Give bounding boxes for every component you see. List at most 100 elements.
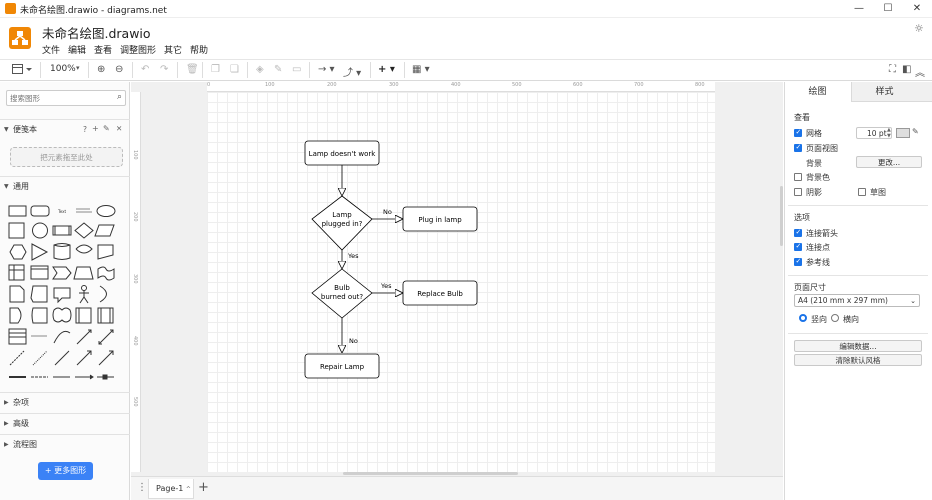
- sketch-checkbox[interactable]: [858, 188, 866, 196]
- to-back-icon[interactable]: ❏: [230, 64, 239, 75]
- node-replace-bulb[interactable]: Replace Bulb: [402, 280, 478, 306]
- tab-diagram[interactable]: 绘图: [785, 82, 850, 102]
- shadow-checkbox[interactable]: [794, 188, 802, 196]
- horizontal-ruler: 0 100 200 300 400 500 600 700 800: [207, 82, 715, 92]
- grid-size-input[interactable]: 10 pt: [856, 127, 892, 139]
- connection-icon[interactable]: → ▾: [318, 64, 335, 75]
- options-section-title: 选项: [794, 213, 810, 222]
- more-shapes-button[interactable]: + 更多图形: [38, 462, 93, 480]
- line-color-icon[interactable]: ✎: [274, 64, 283, 75]
- menu-arrange[interactable]: 调整图形: [120, 46, 157, 56]
- expand-triangle-icon: ▶: [4, 399, 9, 406]
- tab-style[interactable]: 样式: [851, 82, 917, 102]
- scratchpad-label: 便笺本: [13, 125, 37, 134]
- ruler-tick: 300: [132, 274, 138, 284]
- format-panel-toggle-icon[interactable]: [12, 64, 32, 78]
- ruler-tick: 500: [132, 397, 138, 407]
- edit-data-button[interactable]: 编辑数据...: [794, 340, 922, 352]
- change-background-button[interactable]: 更改...: [856, 156, 922, 168]
- close-window-button[interactable]: ✕: [912, 3, 922, 14]
- page-tab-caret-icon[interactable]: ^: [185, 486, 191, 493]
- section-misc[interactable]: ▶ 杂项: [0, 392, 130, 412]
- menu-file[interactable]: 文件: [42, 46, 61, 56]
- scratchpad-drop-area[interactable]: 把元素拖至此处: [10, 147, 123, 167]
- waypoints-icon[interactable]: ⤴ ▾: [343, 68, 362, 79]
- shapes-grid[interactable]: Text: [0, 197, 130, 387]
- edge-label-yes: Yes: [347, 252, 359, 260]
- page-tabs-bar: [131, 476, 783, 500]
- undo-icon[interactable]: ↶: [141, 64, 150, 75]
- section-general[interactable]: ▼ 通用: [0, 176, 130, 196]
- connection-arrows-checkbox[interactable]: [794, 228, 802, 237]
- section-scratchpad[interactable]: ▼ 便笺本: [0, 119, 130, 139]
- scratchpad-close-icon[interactable]: ✕: [116, 124, 123, 133]
- section-flowchart[interactable]: ▶ 流程图: [0, 434, 130, 454]
- drawio-logo-icon: [9, 27, 31, 49]
- drawio-small-logo-icon: [5, 3, 16, 14]
- sketch-label: 草图: [870, 188, 886, 197]
- collapse-toolbar-icon[interactable]: ︽: [915, 68, 925, 79]
- vertical-scrollbar[interactable]: [780, 186, 783, 246]
- redo-icon[interactable]: ↷: [160, 64, 169, 75]
- scratchpad-add-icon[interactable]: +: [92, 124, 99, 133]
- connection-arrows-label: 连接箭头: [806, 229, 838, 238]
- portrait-radio[interactable]: [799, 314, 807, 322]
- theme-sun-icon[interactable]: ☼: [914, 22, 924, 35]
- background-color-checkbox[interactable]: [794, 173, 802, 181]
- edge-label-yes: Yes: [380, 282, 392, 290]
- ruler-tick: 200: [132, 212, 138, 222]
- general-shapes-palette[interactable]: Text: [0, 197, 130, 387]
- section-advanced[interactable]: ▶ 高级: [0, 413, 130, 433]
- menu-edit[interactable]: 编辑: [68, 46, 87, 56]
- shadow-icon[interactable]: ▭: [292, 64, 302, 75]
- table-icon[interactable]: ▦ ▾: [412, 64, 430, 75]
- zoom-out-icon[interactable]: ⊖: [115, 64, 124, 75]
- zoom-in-icon[interactable]: ⊕: [97, 64, 106, 75]
- node-bulb-burned-out[interactable]: Bulb burned out?: [311, 268, 373, 319]
- node-plug-in-lamp[interactable]: Plug in lamp: [402, 206, 478, 232]
- portrait-label: 竖向: [811, 315, 827, 324]
- grid-color-edit-icon[interactable]: ✎: [912, 127, 919, 136]
- guides-checkbox[interactable]: [794, 257, 802, 266]
- delete-icon[interactable]: 🗑: [186, 64, 199, 75]
- document-name[interactable]: 未命名绘图.drawio: [42, 26, 151, 41]
- insert-icon[interactable]: + ▾: [378, 64, 395, 75]
- flowchart-diagram[interactable]: Lamp doesn't work Lamp plugged in? Plug …: [207, 92, 715, 472]
- connection-points-checkbox[interactable]: [794, 242, 802, 251]
- clear-default-style-button[interactable]: 清除默认风格: [794, 354, 922, 366]
- shape-search-box[interactable]: ⌕: [6, 90, 126, 106]
- menu-help[interactable]: 帮助: [190, 46, 209, 56]
- format-panel-icon[interactable]: ◧: [902, 64, 912, 75]
- menu-view[interactable]: 查看: [94, 46, 113, 56]
- search-icon[interactable]: ⌕: [116, 92, 122, 102]
- scratchpad-edit-icon[interactable]: ✎: [103, 124, 110, 133]
- add-page-icon[interactable]: +: [198, 480, 209, 495]
- node-lamp-plugged-in[interactable]: Lamp plugged in?: [311, 195, 373, 251]
- shape-search-input[interactable]: [7, 91, 107, 105]
- grid-color-swatch[interactable]: [896, 128, 910, 138]
- node-lamp-doesnt-work[interactable]: Lamp doesn't work: [304, 140, 380, 166]
- scratchpad-help-icon[interactable]: ?: [83, 125, 87, 134]
- grid-checkbox[interactable]: [794, 128, 802, 137]
- toolbar-separator: [404, 62, 405, 78]
- node-repair-lamp[interactable]: Repair Lamp: [304, 353, 380, 379]
- zoom-level[interactable]: 100%: [50, 64, 76, 74]
- page-view-checkbox[interactable]: [794, 143, 802, 152]
- grid-size-stepper-icon[interactable]: ▲▼: [887, 127, 891, 139]
- fill-color-icon[interactable]: ◈: [256, 64, 264, 75]
- minimize-button[interactable]: —: [854, 3, 864, 14]
- landscape-radio[interactable]: [831, 314, 839, 322]
- maximize-button[interactable]: ☐: [883, 3, 893, 14]
- toolbar-separator: [132, 62, 133, 78]
- zoom-dropdown-icon[interactable]: ▾: [76, 64, 80, 72]
- horizontal-scrollbar[interactable]: [343, 472, 518, 475]
- app-header: [0, 18, 932, 58]
- edge-label-no: No: [383, 208, 392, 216]
- to-front-icon[interactable]: ❐: [211, 64, 220, 75]
- page-tab[interactable]: Page-1 ^: [148, 479, 194, 499]
- paper-size-select[interactable]: A4 (210 mm x 297 mm) ⌄: [794, 294, 920, 307]
- pages-menu-icon[interactable]: ⋮: [137, 482, 147, 493]
- fullscreen-icon[interactable]: ⛶: [889, 64, 896, 75]
- menu-extras[interactable]: 其它: [164, 46, 183, 56]
- tab-spacer: [917, 82, 932, 102]
